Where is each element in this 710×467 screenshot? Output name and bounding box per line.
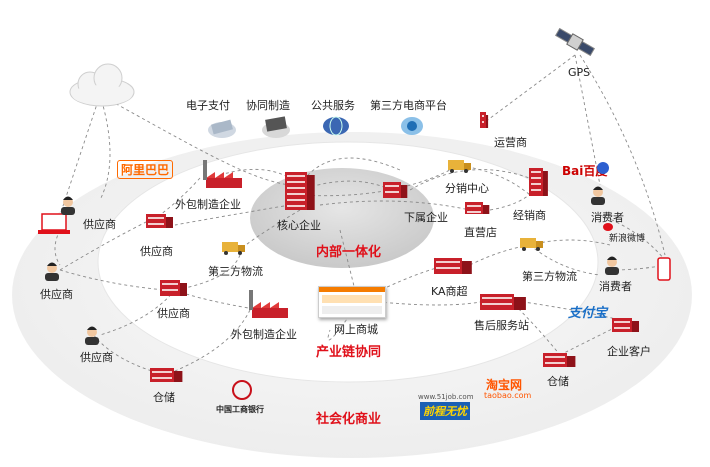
consumer-bottom-person (605, 256, 619, 275)
icbc-emblem-icon (232, 380, 252, 400)
outsource-bottom-icon (249, 290, 288, 318)
job51-logo: 前程无忧 (420, 402, 470, 420)
satellite-icon (554, 27, 596, 57)
outsource-bottom-label: 外包制造企业 (231, 328, 297, 341)
job51-url: www.51job.com (418, 393, 474, 401)
laptop-icon (38, 213, 70, 234)
consumer-top-person (591, 186, 605, 205)
logistics-right-truck-icon (520, 238, 543, 251)
inner-ring-label: 内部一体化 (316, 245, 382, 260)
after-sales-icon (480, 294, 526, 310)
globe-icon (323, 116, 349, 136)
enterprise-client-label: 企业客户 (607, 345, 651, 358)
taobao-logo: 淘宝网 (486, 378, 523, 392)
enterprise-client-icon (612, 318, 639, 332)
core-label: 核心企业 (277, 219, 321, 232)
service-collab-label: 协同制造 (246, 99, 290, 112)
machine-icon (262, 116, 290, 138)
ka-icon (434, 258, 472, 274)
core-enterprise-icon (285, 172, 315, 210)
outsource-top-label: 外包制造企业 (175, 198, 241, 211)
baidu-logo: Bai百度 (562, 164, 608, 178)
supplier-building-inner (146, 214, 173, 228)
supplier-building-mid (160, 280, 187, 296)
service-platform-label: 第三方电商平台 (370, 99, 447, 112)
logistics-left-label: 第三方物流 (208, 265, 263, 278)
subsidiary-icon (383, 182, 408, 198)
supplier-left-label: 供应商 (40, 288, 73, 301)
warehouse-left-icon (150, 368, 183, 382)
dealer-label: 经销商 (513, 209, 546, 222)
supplier-mid-label: 供应商 (157, 307, 190, 320)
logistics-right-label: 第三方物流 (522, 270, 577, 283)
cloud-icon (69, 63, 135, 107)
outer-ring-label: 社会化商业 (316, 412, 382, 427)
weibo-logo: 新浪微博 (609, 234, 646, 244)
taobao-url: taobao.com (484, 391, 532, 400)
supplier-bottom-person (85, 326, 99, 345)
dealer-icon (529, 168, 548, 196)
operator-label: 运营商 (494, 136, 527, 149)
warehouse-left-label: 仓储 (153, 391, 175, 404)
supplier-inner-label: 供应商 (140, 245, 173, 258)
alibaba-logo: 阿里巴巴 (117, 160, 174, 179)
building-icons (45, 112, 639, 382)
alipay-logo: 支付宝 (568, 306, 608, 321)
warehouse-right-icon (543, 353, 576, 367)
service-public-label: 公共服务 (311, 99, 355, 112)
warehouse-right-label: 仓储 (547, 375, 569, 388)
weibo-icon (603, 223, 613, 231)
baidu-paw-icon (597, 162, 609, 174)
online-mall-screenshot (318, 286, 386, 318)
platform-icon (401, 117, 423, 135)
subsidiary-label: 下属企业 (404, 211, 448, 224)
direct-store-icon (465, 202, 490, 214)
icbc-logo: 中国工商银行 (216, 405, 264, 414)
consumer-top-label: 消费者 (591, 211, 624, 224)
supplier-bottom-label: 供应商 (80, 351, 113, 364)
direct-store-label: 直营店 (464, 226, 497, 239)
supplier-left-person (45, 262, 59, 281)
consumer-bottom-label: 消费者 (599, 280, 632, 293)
outsource-top-icon (203, 160, 242, 188)
logistics-left-truck-icon (222, 242, 245, 255)
after-sales-label: 售后服务站 (474, 319, 529, 332)
service-epay-label: 电子支付 (186, 99, 230, 112)
middle-ring-label: 产业链协同 (316, 345, 382, 360)
phone-icon (657, 257, 671, 281)
operator-tower-icon (480, 112, 489, 128)
distribution-center-label: 分销中心 (445, 182, 489, 195)
supplier-top-label: 供应商 (83, 218, 116, 231)
distribution-truck-icon (448, 160, 471, 173)
ka-label: KA商超 (431, 285, 468, 298)
supplier-top-person (61, 196, 75, 215)
gps-label: GPS (568, 66, 591, 79)
card-icon (208, 119, 236, 138)
online-mall-label: 网上商城 (334, 323, 378, 336)
